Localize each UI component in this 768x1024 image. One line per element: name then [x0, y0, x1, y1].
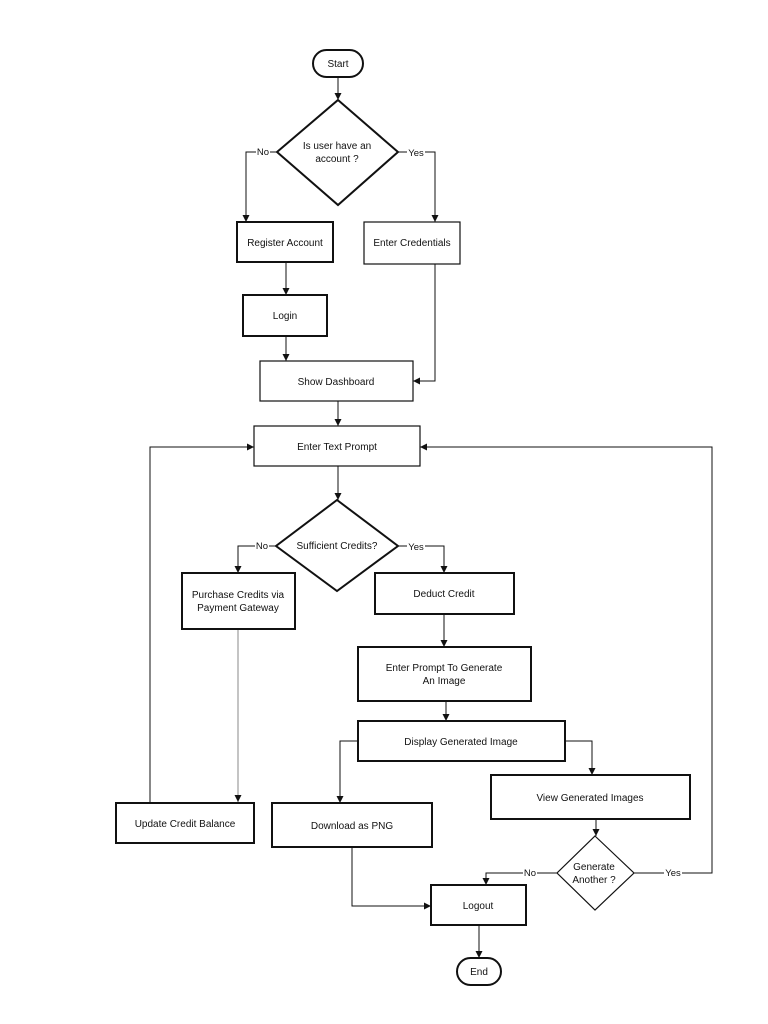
edge-label-credits-no: No — [256, 541, 268, 552]
deduct-credit-node: Deduct Credit — [374, 572, 515, 615]
view-images-node: View Generated Images — [490, 774, 691, 820]
account-check-label-line2: account ? — [315, 154, 359, 165]
login-label: Login — [273, 311, 297, 322]
generate-another-decision: Generate Another ? — [556, 835, 635, 911]
edge-display-to-view — [565, 740, 596, 775]
start-label: Start — [327, 59, 348, 70]
login-node: Login — [242, 294, 328, 337]
show-dashboard-label: Show Dashboard — [298, 377, 375, 388]
edge-credentials-to-dashboard — [413, 264, 436, 385]
edge-label-another-yes: Yes — [665, 868, 681, 879]
edge-another-no-to-logout — [482, 872, 557, 885]
end-label: End — [470, 967, 488, 978]
display-image-label: Display Generated Image — [404, 737, 518, 748]
end-node: End — [456, 957, 502, 986]
edge-download-to-logout — [351, 847, 431, 910]
purchase-credits-label-line2: Payment Gateway — [197, 603, 279, 614]
edge-display-to-download — [336, 740, 358, 803]
generate-prompt-label-line2: An Image — [423, 676, 466, 687]
start-node: Start — [312, 49, 364, 78]
generate-prompt-label-line1: Enter Prompt To Generate — [386, 663, 503, 674]
enter-text-prompt-label: Enter Text Prompt — [297, 442, 377, 453]
generate-another-label-line1: Generate — [573, 862, 615, 873]
credit-check-label: Sufficient Credits? — [297, 541, 378, 552]
edge-labels: No Yes No Yes No Yes — [255, 146, 682, 879]
logout-node: Logout — [430, 884, 527, 926]
update-balance-node: Update Credit Balance — [115, 802, 255, 844]
register-account-label: Register Account — [247, 238, 323, 249]
register-account-node: Register Account — [236, 221, 334, 263]
purchase-credits-label-line1: Purchase Credits via — [192, 590, 285, 601]
download-png-label: Download as PNG — [311, 821, 393, 832]
edge-label-account-yes: Yes — [408, 148, 424, 159]
generate-another-label-line2: Another ? — [572, 875, 616, 886]
show-dashboard-node: Show Dashboard — [259, 360, 414, 402]
enter-credentials-label: Enter Credentials — [373, 238, 450, 249]
view-images-label: View Generated Images — [536, 793, 643, 804]
credit-check-decision: Sufficient Credits? — [274, 498, 400, 593]
edge-account-no-to-register — [242, 151, 277, 222]
display-image-node: Display Generated Image — [357, 720, 566, 762]
edge-account-yes-to-credentials — [398, 151, 439, 222]
edge-update-balance-to-text-prompt — [149, 443, 254, 803]
logout-label: Logout — [463, 901, 494, 912]
account-check-label-line1: Is user have an — [303, 141, 371, 152]
edge-label-credits-yes: Yes — [408, 542, 424, 553]
deduct-credit-label: Deduct Credit — [413, 589, 474, 600]
enter-credentials-node: Enter Credentials — [363, 221, 461, 265]
generate-prompt-node: Enter Prompt To Generate An Image — [357, 646, 532, 702]
account-check-decision: Is user have an account ? — [275, 98, 400, 207]
edge-label-account-no: No — [257, 147, 269, 158]
download-png-node: Download as PNG — [271, 802, 433, 848]
purchase-credits-node: Purchase Credits via Payment Gateway — [181, 572, 296, 630]
update-balance-label: Update Credit Balance — [135, 819, 236, 830]
enter-text-prompt-node: Enter Text Prompt — [253, 425, 421, 467]
edge-label-another-no: No — [524, 868, 536, 879]
